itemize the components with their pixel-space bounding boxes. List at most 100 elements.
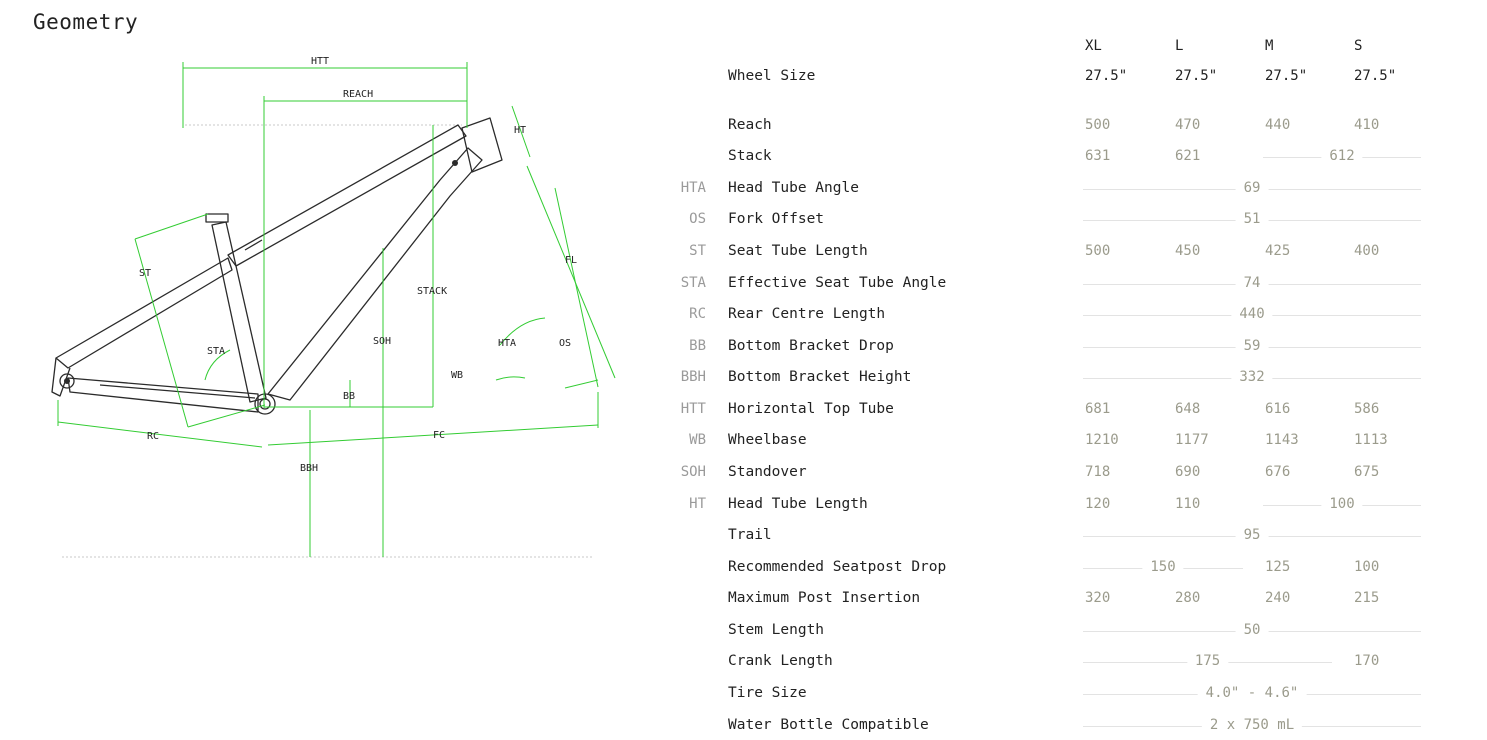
frame-geometry-diagram: HTT REACH HT ST FL STACK SOH STA HTA OS … bbox=[51, 56, 616, 558]
row-abbreviation: HTT bbox=[680, 401, 706, 417]
row-abbreviation: OS bbox=[689, 211, 706, 227]
row-label: Recommended Seatpost Drop bbox=[728, 559, 947, 575]
row-abbreviation: STA bbox=[680, 275, 706, 291]
table-cell: 500 bbox=[1085, 117, 1111, 133]
span-value: 2 x 750 mL bbox=[1201, 717, 1303, 733]
table-cell: 1210 bbox=[1085, 432, 1119, 448]
table-cell: 240 bbox=[1265, 590, 1291, 606]
row-label: Maximum Post Insertion bbox=[728, 590, 921, 606]
row-label: Water Bottle Compatible bbox=[728, 717, 929, 733]
label-fl: FL bbox=[565, 255, 577, 266]
table-cell: 718 bbox=[1085, 464, 1111, 480]
spanning-cell: 95 bbox=[1083, 527, 1421, 545]
label-os: OS bbox=[559, 338, 571, 349]
dimension-labels: HTT REACH HT ST FL STACK SOH STA HTA OS … bbox=[139, 56, 577, 474]
spanning-cell: 2 x 750 mL bbox=[1083, 717, 1421, 735]
row-label: Trail bbox=[728, 527, 772, 543]
size-header: XL bbox=[1085, 38, 1102, 54]
spanning-cell: 612 bbox=[1263, 148, 1421, 166]
row-label: Bottom Bracket Drop bbox=[728, 338, 894, 354]
span-value: 74 bbox=[1235, 275, 1269, 291]
row-label: Crank Length bbox=[728, 653, 833, 669]
row-abbreviation: SOH bbox=[680, 464, 706, 480]
row-label: Stem Length bbox=[728, 622, 825, 638]
label-bbh: BBH bbox=[300, 463, 318, 474]
table-cell: 500 bbox=[1085, 243, 1111, 259]
spanning-cell: 150 bbox=[1083, 559, 1243, 577]
table-cell: 1113 bbox=[1354, 432, 1388, 448]
label-fc: FC bbox=[433, 430, 445, 441]
span-value: 612 bbox=[1321, 148, 1363, 164]
row-abbreviation: WB bbox=[689, 432, 706, 448]
size-header: S bbox=[1354, 38, 1363, 54]
table-cell: 675 bbox=[1354, 464, 1380, 480]
table-cell: 27.5" bbox=[1175, 68, 1218, 84]
label-wb: WB bbox=[451, 370, 463, 381]
row-label: Rear Centre Length bbox=[728, 306, 886, 322]
table-cell: 27.5" bbox=[1085, 68, 1128, 84]
span-value: 51 bbox=[1235, 211, 1269, 227]
label-rc: RC bbox=[147, 431, 159, 442]
table-cell: 681 bbox=[1085, 401, 1111, 417]
row-abbreviation: ST bbox=[689, 243, 706, 259]
table-cell: 1143 bbox=[1265, 432, 1299, 448]
label-hta: HTA bbox=[498, 338, 516, 349]
spanning-cell: 50 bbox=[1083, 622, 1421, 640]
spanning-cell: 175 bbox=[1083, 653, 1332, 671]
label-soh: SOH bbox=[373, 336, 391, 347]
table-cell: 410 bbox=[1354, 117, 1380, 133]
table-cell: 470 bbox=[1175, 117, 1201, 133]
page-title: Geometry bbox=[33, 10, 139, 34]
row-abbreviation: BB bbox=[689, 338, 706, 354]
table-cell: 1177 bbox=[1175, 432, 1209, 448]
row-label: Head Tube Length bbox=[728, 496, 868, 512]
row-label: Reach bbox=[728, 117, 772, 133]
span-value: 440 bbox=[1231, 306, 1273, 322]
spanning-cell: 440 bbox=[1083, 306, 1421, 324]
label-st: ST bbox=[139, 268, 151, 279]
span-value: 332 bbox=[1231, 369, 1273, 385]
row-label: Stack bbox=[728, 148, 772, 164]
spanning-cell: 4.0" - 4.6" bbox=[1083, 685, 1421, 703]
spanning-cell: 59 bbox=[1083, 338, 1421, 356]
row-abbreviation: HTA bbox=[680, 180, 706, 196]
span-value: 175 bbox=[1186, 653, 1229, 669]
table-cell: 440 bbox=[1265, 117, 1291, 133]
row-label: Horizontal Top Tube bbox=[728, 401, 894, 417]
label-htt: HTT bbox=[311, 56, 329, 67]
table-cell: 690 bbox=[1175, 464, 1201, 480]
label-reach: REACH bbox=[343, 89, 373, 100]
spanning-cell: 51 bbox=[1083, 211, 1421, 229]
row-label: Seat Tube Length bbox=[728, 243, 868, 259]
row-abbreviation: BBH bbox=[680, 369, 706, 385]
table-cell: 621 bbox=[1175, 148, 1201, 164]
table-cell: 631 bbox=[1085, 148, 1111, 164]
table-cell: 450 bbox=[1175, 243, 1201, 259]
label-sta: STA bbox=[207, 346, 225, 357]
table-cell: 120 bbox=[1085, 496, 1111, 512]
row-label: Standover bbox=[728, 464, 807, 480]
table-cell: 110 bbox=[1175, 496, 1201, 512]
table-cell: 170 bbox=[1354, 653, 1380, 669]
row-abbreviation: HT bbox=[689, 496, 706, 512]
spanning-cell: 74 bbox=[1083, 275, 1421, 293]
table-cell: 215 bbox=[1354, 590, 1380, 606]
span-value: 4.0" - 4.6" bbox=[1197, 685, 1307, 701]
row-label: Wheel Size bbox=[728, 68, 816, 84]
table-cell: 320 bbox=[1085, 590, 1111, 606]
spanning-cell: 69 bbox=[1083, 180, 1421, 198]
row-label: Fork Offset bbox=[728, 211, 825, 227]
span-value: 95 bbox=[1235, 527, 1269, 543]
span-value: 50 bbox=[1235, 622, 1269, 638]
size-header: L bbox=[1175, 38, 1184, 54]
table-cell: 676 bbox=[1265, 464, 1291, 480]
table-cell: 648 bbox=[1175, 401, 1201, 417]
table-cell: 27.5" bbox=[1265, 68, 1308, 84]
size-header: M bbox=[1265, 38, 1274, 54]
label-ht: HT bbox=[514, 125, 526, 136]
table-cell: 125 bbox=[1265, 559, 1291, 575]
label-stack: STACK bbox=[417, 286, 447, 297]
row-label: Effective Seat Tube Angle bbox=[728, 275, 947, 291]
span-value: 150 bbox=[1142, 559, 1184, 575]
